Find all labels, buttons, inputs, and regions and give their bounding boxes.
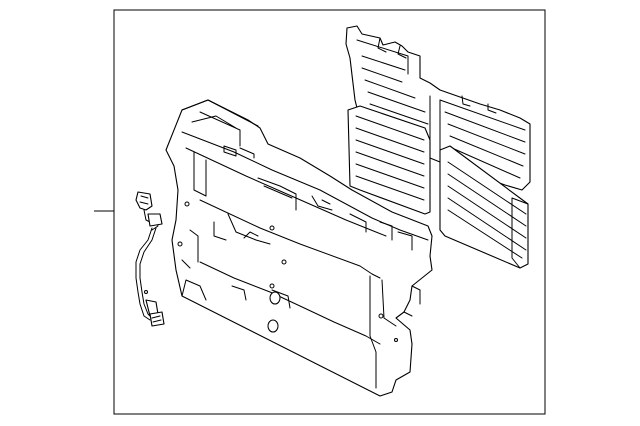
shutter-louver-lower-icon	[347, 105, 529, 269]
diagram-frame	[113, 9, 546, 415]
radiator-shutter-assembly-icon	[165, 99, 433, 397]
wiring-harness-icon	[135, 191, 165, 327]
